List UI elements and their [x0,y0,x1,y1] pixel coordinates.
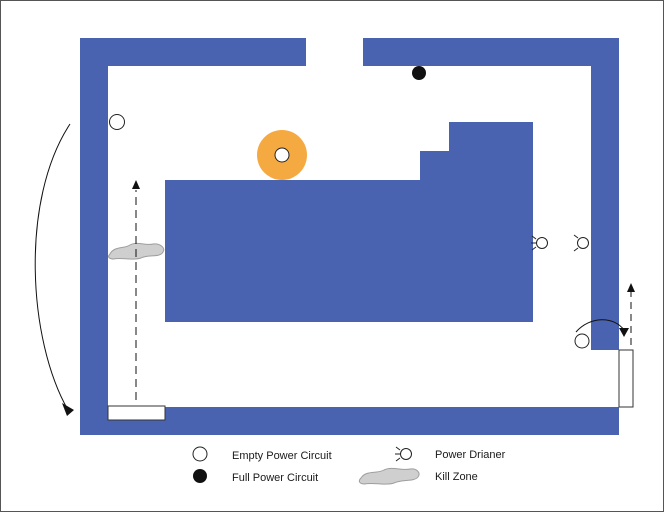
power-drainer-icon [395,446,412,462]
kill-zone-icon [358,467,420,485]
empty-power-circuit-right[interactable] [574,333,590,349]
full-power-circuit[interactable] [412,66,426,80]
curved-arrow-right [575,319,625,333]
wall-top-right [363,38,619,66]
curved-arrow-left [34,123,71,411]
arrow-up-icon [627,283,635,292]
empty-power-circuit-highlighted[interactable] [274,147,290,163]
arrow-down-icon [62,403,74,416]
full-power-circuit-icon [193,469,207,483]
outer-walls [80,38,619,435]
arrow-down-icon [619,328,629,337]
arrow-up-icon [132,180,140,189]
central-block [165,122,533,322]
empty-power-circuit-icon [192,446,208,462]
wall-right-upper [591,38,619,350]
legend-power-drainer: Power Drianer [435,449,506,461]
legend-kill-zone: Kill Zone [435,471,478,483]
right-platform[interactable] [618,349,634,408]
power-drainer-icon[interactable] [573,234,589,252]
legend-empty-circuit: Empty Power Circuit [232,450,332,462]
wall-top-left [80,38,306,66]
legend: Empty Power Circuit Full Power Circuit P… [192,446,506,485]
empty-power-circuit-left[interactable] [109,114,125,130]
wall-bottom [80,407,619,435]
power-drainer-icon[interactable] [531,235,548,251]
legend-full-circuit: Full Power Circuit [232,472,318,484]
left-platform[interactable] [107,405,166,421]
wall-left [80,38,108,435]
